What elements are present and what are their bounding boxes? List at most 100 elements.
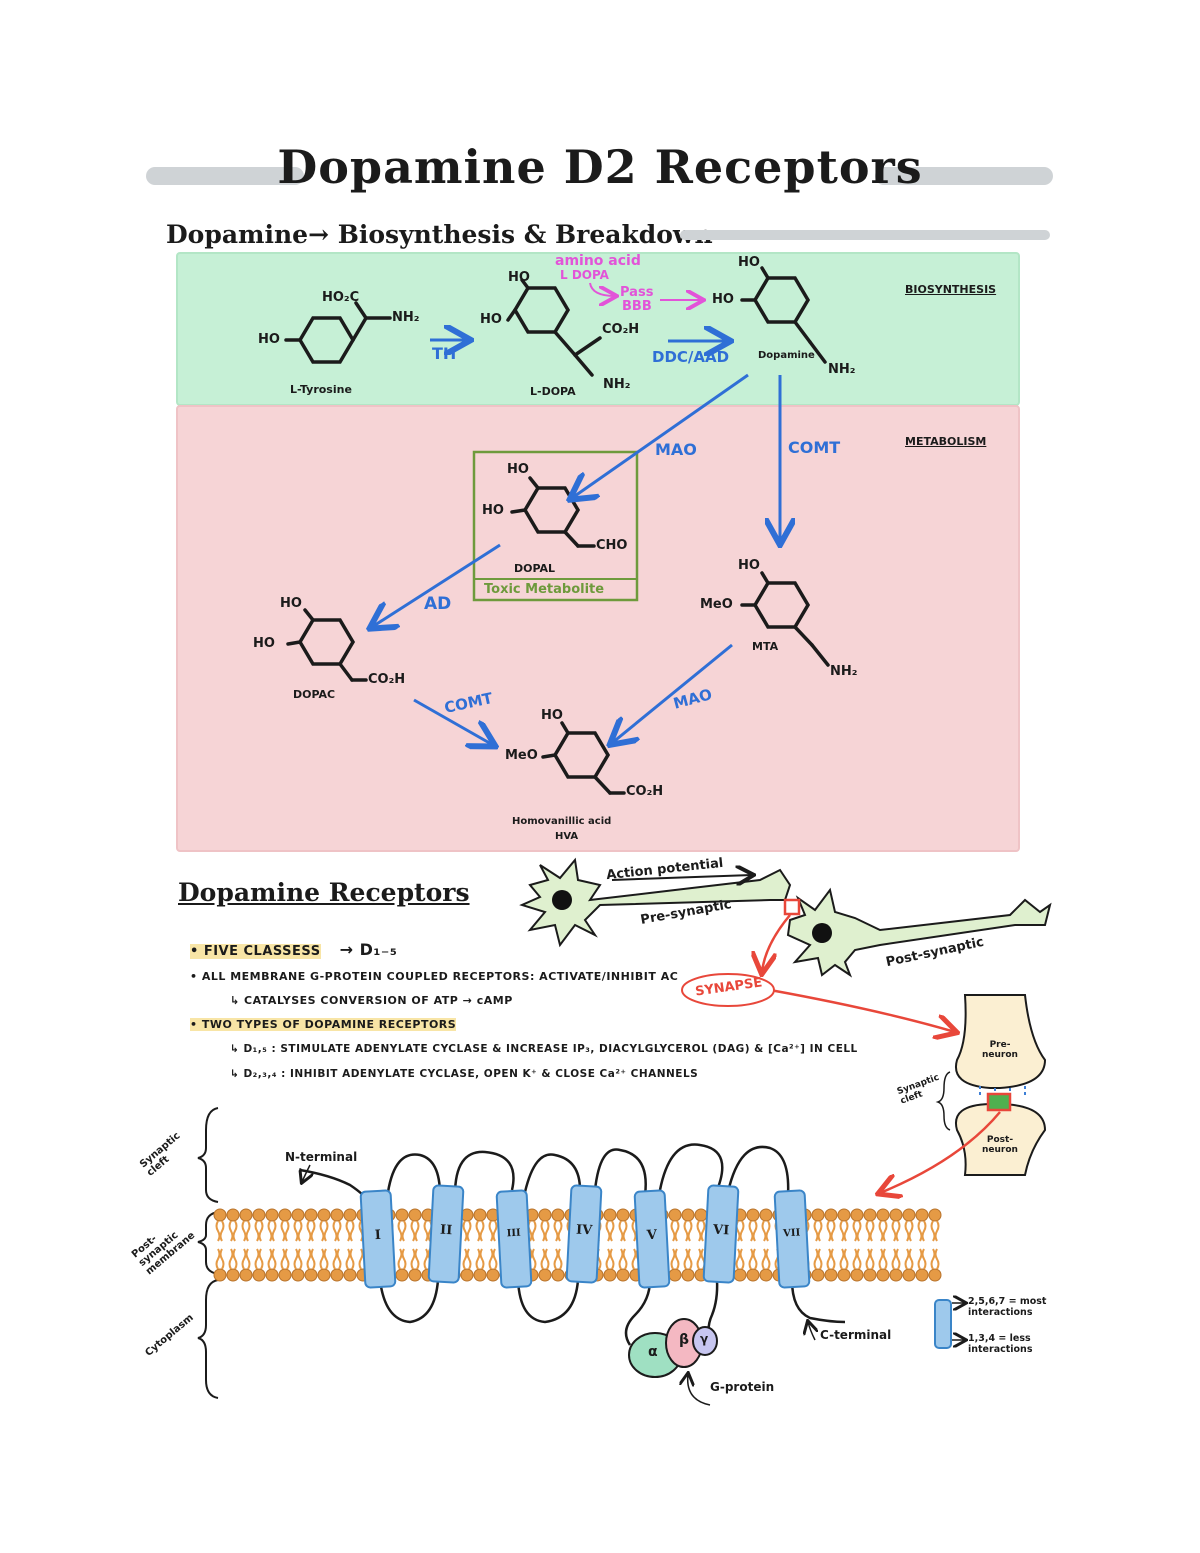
lipid-tail bbox=[930, 1220, 940, 1242]
lipid-tail bbox=[553, 1248, 563, 1270]
note-line-6: ↳ D₂,₃,₄ : INHIBIT ADENYLATE CYCLASE, OP… bbox=[230, 1068, 699, 1080]
group-meo-hva: MeO bbox=[505, 748, 538, 763]
group-ho-mta-top: HO bbox=[738, 558, 760, 573]
lipid-head bbox=[863, 1268, 877, 1282]
receptor-highlight bbox=[986, 1092, 1012, 1112]
lipid-tail bbox=[865, 1248, 875, 1270]
lipid-head bbox=[213, 1208, 227, 1222]
lipid-head bbox=[317, 1268, 331, 1282]
section-heading-receptors: Dopamine Receptors bbox=[178, 878, 470, 907]
lipid-tail bbox=[267, 1220, 277, 1242]
legend-most: 2,5,6,7 = most interactions bbox=[968, 1296, 1047, 1318]
post-synaptic-neuron bbox=[786, 887, 1052, 978]
lipid-tail bbox=[696, 1220, 706, 1242]
lipid-tail bbox=[813, 1248, 823, 1270]
label-mta: MTA bbox=[752, 640, 779, 653]
lipid-tail bbox=[826, 1220, 836, 1242]
lipid-head bbox=[889, 1208, 903, 1222]
helix-1: I bbox=[359, 1189, 397, 1289]
lipid-tail bbox=[462, 1220, 472, 1242]
enzyme-ddc: DDC/AAD bbox=[652, 348, 730, 366]
cleft-bracket bbox=[935, 1071, 951, 1131]
lipid-tail bbox=[410, 1248, 420, 1270]
label-post-neuron: Post-neuron bbox=[982, 1135, 1018, 1155]
lipid-head bbox=[824, 1208, 838, 1222]
arrow-comt-2 bbox=[413, 698, 493, 745]
lipid-tail bbox=[735, 1248, 745, 1270]
lipid-tail bbox=[839, 1248, 849, 1270]
enzyme-th: TH bbox=[432, 344, 457, 363]
toxic-metabolite-label: Toxic Metabolite bbox=[484, 582, 605, 597]
group-ho-dopamine-left: HO bbox=[712, 292, 734, 307]
lipid-tail bbox=[865, 1220, 875, 1242]
lipid-head bbox=[213, 1268, 227, 1282]
lipid-head bbox=[304, 1268, 318, 1282]
lipid-head bbox=[759, 1268, 773, 1282]
lipid-tail bbox=[852, 1220, 862, 1242]
lipid-tail bbox=[813, 1220, 823, 1242]
title-bar-left bbox=[146, 167, 304, 185]
lipid-head bbox=[915, 1268, 929, 1282]
group-ho-dopal-left: HO bbox=[482, 503, 504, 518]
lipid-tail bbox=[540, 1248, 550, 1270]
lipid-tail bbox=[280, 1220, 290, 1242]
label-dopal: DOPAL bbox=[514, 562, 556, 575]
lipid-head bbox=[395, 1268, 409, 1282]
lipid-tail bbox=[761, 1248, 771, 1270]
page-title: Dopamine D2 Receptors bbox=[277, 140, 923, 194]
lipid-head bbox=[928, 1268, 942, 1282]
group-ho-dopal-top: HO bbox=[507, 462, 529, 477]
lipid-tail bbox=[605, 1248, 615, 1270]
lipid-head bbox=[252, 1268, 266, 1282]
group-ho-dopac-top: HO bbox=[280, 596, 302, 611]
heading-bar bbox=[680, 230, 1050, 240]
lipid-tail bbox=[683, 1220, 693, 1242]
pathway-diagram bbox=[284, 266, 830, 795]
note-two-types: • TWO TYPES OF DOPAMINE RECEPTORS bbox=[190, 1018, 457, 1031]
group-co2h-dopac: CO₂H bbox=[368, 672, 406, 687]
enzyme-mao-1: MAO bbox=[655, 440, 697, 459]
l-dopa-structure bbox=[506, 278, 602, 377]
group-nh2-tyrosine: NH₂ bbox=[392, 310, 420, 325]
lipid-head bbox=[603, 1268, 617, 1282]
lipid-head bbox=[460, 1268, 474, 1282]
lipid-head bbox=[395, 1208, 409, 1222]
lipid-tail bbox=[748, 1248, 758, 1270]
lipid-head bbox=[746, 1208, 760, 1222]
helix-label: IV bbox=[575, 1222, 593, 1239]
hva-structure bbox=[541, 721, 626, 795]
mta-structure bbox=[740, 571, 830, 667]
lipid-head bbox=[330, 1268, 344, 1282]
lipid-tail bbox=[215, 1248, 225, 1270]
label-dopamine: Dopamine bbox=[758, 350, 815, 361]
lipid-head bbox=[226, 1268, 240, 1282]
lipid-head bbox=[759, 1208, 773, 1222]
lipid-tail bbox=[254, 1220, 264, 1242]
note-pass: Pass bbox=[620, 285, 654, 300]
helix-label: V bbox=[646, 1227, 658, 1244]
label-c-terminal: C-terminal bbox=[820, 1328, 892, 1342]
group-ho-dopamine-top: HO bbox=[738, 255, 760, 270]
n-terminal-arrow bbox=[302, 1164, 310, 1182]
lipid-tail bbox=[670, 1220, 680, 1242]
lipid-head bbox=[291, 1268, 305, 1282]
lipid-head bbox=[343, 1268, 357, 1282]
side-braces bbox=[197, 1107, 219, 1399]
pink-arrow-1 bbox=[589, 282, 615, 296]
group-ho-hva-top: HO bbox=[541, 708, 563, 723]
lipid-head bbox=[408, 1208, 422, 1222]
lipid-head bbox=[850, 1208, 864, 1222]
lipid-tail bbox=[241, 1220, 251, 1242]
lipid-head bbox=[408, 1268, 422, 1282]
note-bbb: BBB bbox=[622, 299, 652, 314]
lipid-head bbox=[837, 1208, 851, 1222]
lipid-head bbox=[863, 1208, 877, 1222]
synapse-arrow-2 bbox=[769, 988, 955, 1032]
legend-less: 1,3,4 = less interactions bbox=[968, 1333, 1033, 1355]
helix-7: VII bbox=[773, 1189, 811, 1289]
group-ho-tyrosine: HO bbox=[258, 332, 280, 347]
lipid-tail bbox=[735, 1220, 745, 1242]
lipid-head bbox=[889, 1268, 903, 1282]
lipid-tail bbox=[891, 1248, 901, 1270]
synapse-arrow-1 bbox=[762, 914, 791, 972]
